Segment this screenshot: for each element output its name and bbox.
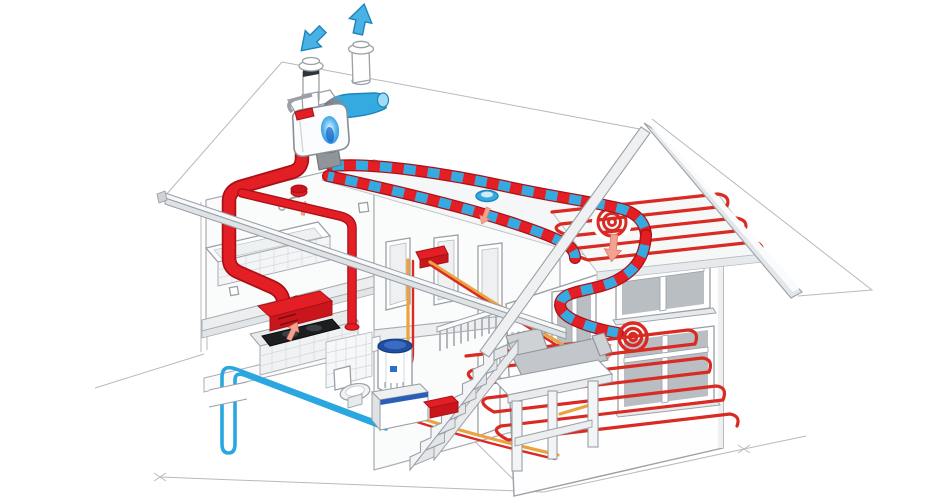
exhaust-air-arrow (345, 1, 377, 37)
wireframe-lines (94, 61, 874, 493)
interior-doors (385, 234, 503, 437)
exhaust-vent (347, 40, 375, 86)
toilet (333, 365, 371, 409)
hrv-red-connection (294, 107, 315, 121)
table (492, 359, 614, 472)
wall-outlet (228, 285, 240, 297)
gable-rafter-left (479, 126, 651, 358)
wc-extract-riser (238, 189, 356, 328)
floor-supply-grille (422, 395, 460, 419)
roof-beams (156, 121, 803, 358)
heat-recovery-unit (287, 91, 390, 158)
ground-loop (208, 365, 388, 455)
water-heater (370, 338, 460, 432)
hrv-bracket (287, 93, 313, 114)
intake-air-arrow (292, 20, 332, 60)
upper-floor-heating (550, 192, 764, 281)
stair-railing (436, 306, 501, 351)
cooktop (261, 318, 341, 347)
kitchen (249, 309, 359, 376)
kitchen-hood (256, 290, 334, 343)
heater-pedestal (370, 383, 430, 432)
light-switch (357, 201, 370, 214)
ceiling-diffuser (475, 189, 499, 227)
